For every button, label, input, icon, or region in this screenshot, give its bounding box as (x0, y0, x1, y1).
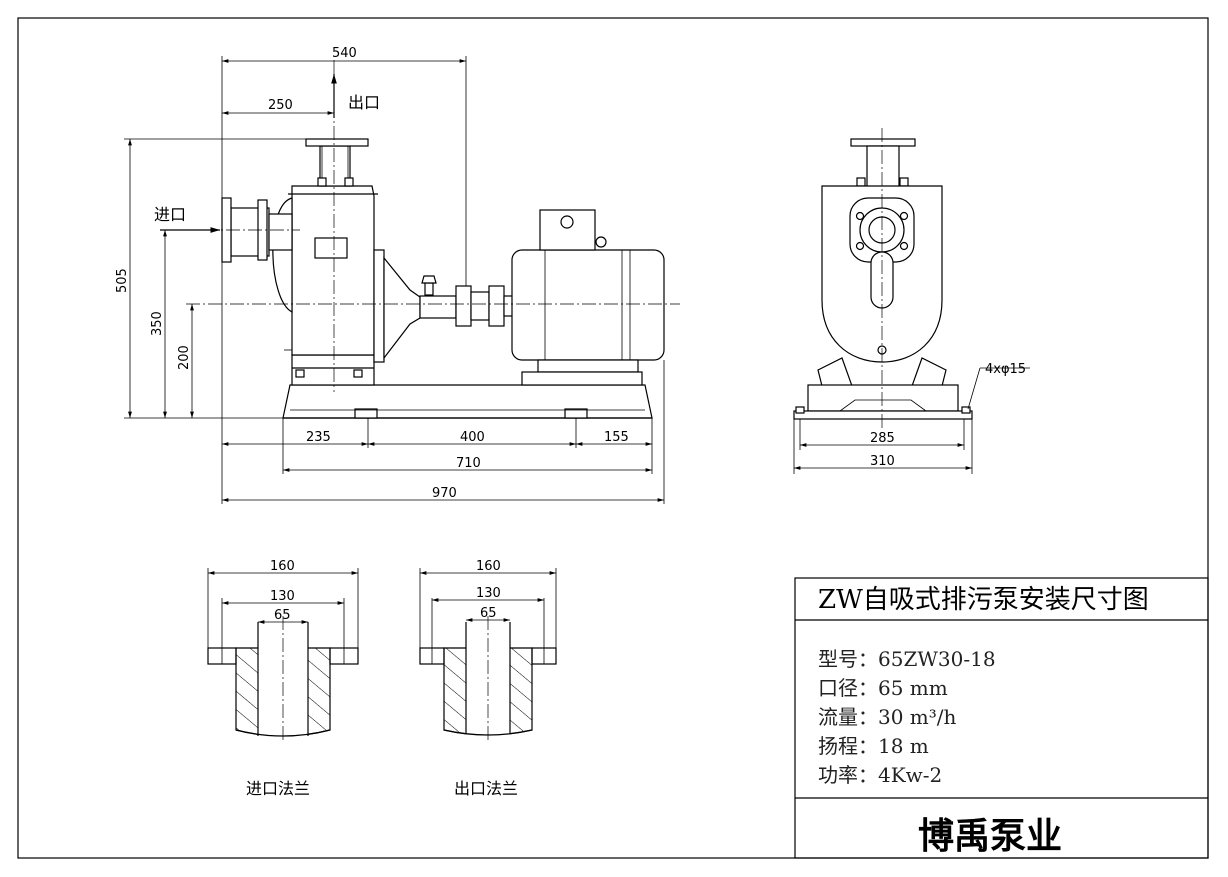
dim-250: 250 (268, 98, 293, 113)
outlet-d160: 160 (476, 559, 501, 574)
dim-540: 540 (332, 46, 357, 61)
dim-505: 505 (115, 268, 130, 293)
company-name: 博禹泵业 (918, 816, 1062, 857)
dim-310: 310 (870, 454, 895, 469)
outlet-d130: 130 (476, 586, 501, 601)
inlet-flange: 160 130 65 进口法兰 (207, 559, 359, 798)
front-view: 出口 进口 540 250 505 350 200 235 400 155 (115, 46, 680, 504)
spec-model: 型号：65ZW30-18 (818, 647, 996, 671)
side-view: 4xφ15 285 310 (793, 128, 1030, 474)
spec-flow: 流量：30 m³/h (818, 705, 957, 729)
dim-235: 235 (306, 430, 331, 445)
title-block: ZW自吸式排污泵安装尺寸图 型号：65ZW30-18 口径：65 mm 流量：3… (794, 577, 1209, 859)
spec-bore: 口径：65 mm (818, 676, 948, 700)
dim-200: 200 (177, 345, 192, 370)
outlet-flange-label: 出口法兰 (454, 779, 518, 798)
dim-400: 400 (460, 430, 485, 445)
dim-970: 970 (432, 486, 457, 501)
spec-head: 扬程：18 m (818, 734, 929, 758)
outlet-d65: 65 (480, 606, 497, 621)
dim-285: 285 (870, 431, 895, 446)
outlet-label: 出口 (348, 93, 380, 112)
motor-body (511, 249, 665, 361)
dim-710: 710 (456, 456, 481, 471)
inlet-d130: 130 (270, 589, 295, 604)
dim-350: 350 (150, 311, 165, 336)
drawing-title: ZW自吸式排污泵安装尺寸图 (818, 585, 1149, 615)
inlet-label: 进口 (154, 205, 186, 224)
dim-155: 155 (604, 430, 629, 445)
holes-note: 4xφ15 (985, 362, 1026, 377)
base-skid (282, 384, 653, 419)
sheet-border (17, 17, 1209, 859)
pump-casing (291, 185, 375, 356)
outlet-flange: 160 130 65 出口法兰 (419, 559, 557, 798)
inlet-flange-label: 进口法兰 (246, 779, 310, 798)
inlet-d65: 65 (274, 608, 291, 623)
spec-power: 功率：4Kw-2 (818, 763, 942, 787)
inlet-d160: 160 (270, 559, 295, 574)
